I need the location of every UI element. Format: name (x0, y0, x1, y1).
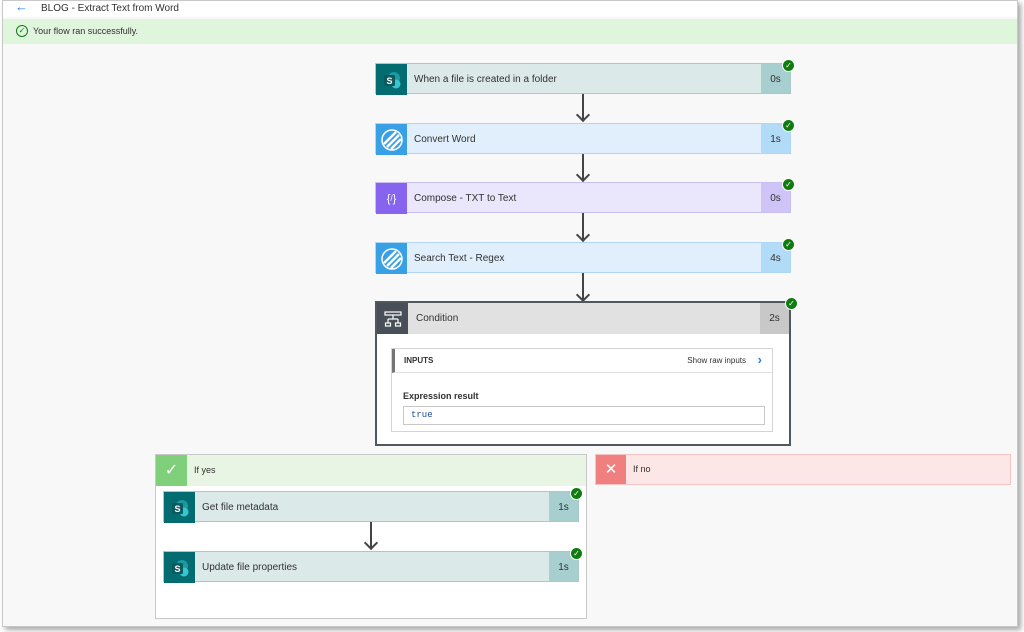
step-card-get-file-metadata[interactable]: S Get file metadata 1s ✓ (163, 487, 583, 523)
connector-arrow (370, 522, 372, 547)
step-card-trigger[interactable]: S When a file is created in a folder 0s … (375, 59, 795, 95)
connector-arrow (582, 154, 584, 179)
arrow-head-icon (575, 287, 591, 303)
inputs-header: INPUTS Show raw inputs › (392, 349, 772, 373)
success-banner: ✓ Your flow ran successfully. (3, 19, 1017, 44)
success-check-icon: ✓ (782, 119, 795, 132)
if-no-header[interactable]: ✕ If no (595, 454, 1011, 485)
arrow-head-icon (575, 167, 591, 183)
sharepoint-icon: S (164, 492, 195, 523)
back-arrow-icon[interactable]: ← (15, 0, 28, 14)
show-raw-inputs-link[interactable]: Show raw inputs (687, 356, 746, 365)
success-check-icon: ✓ (782, 178, 795, 191)
arrow-head-icon (575, 227, 591, 243)
condition-label: Condition (416, 313, 459, 324)
expression-result-value: true (403, 406, 765, 425)
svg-text:S: S (386, 76, 392, 86)
step-label: Get file metadata (202, 502, 279, 513)
condition-header[interactable]: Condition 2s (377, 303, 789, 334)
success-check-icon: ✓ (782, 238, 795, 251)
step-label: Convert Word (414, 134, 476, 145)
connector-arrow (582, 94, 584, 119)
step-label: When a file is created in a folder (414, 74, 557, 85)
close-icon: ✕ (596, 455, 626, 484)
connector-arrow (582, 273, 584, 299)
if-yes-header[interactable]: ✓ If yes (156, 455, 586, 486)
condition-icon (377, 303, 408, 334)
svg-text:S: S (174, 504, 180, 514)
if-yes-branch: ✓ If yes (155, 454, 587, 619)
if-yes-label: If yes (194, 465, 216, 475)
sharepoint-icon: S (164, 552, 195, 583)
step-label: Update file properties (202, 562, 298, 573)
success-check-icon: ✓ (16, 25, 28, 37)
step-card-search-regex[interactable]: Search Text - Regex 4s ✓ (375, 238, 795, 274)
step-label: Compose - TXT to Text (414, 193, 517, 204)
success-message: Your flow ran successfully. (33, 26, 139, 36)
condition-card[interactable]: Condition 2s INPUTS Show raw inputs › Ex… (375, 301, 791, 446)
success-check-icon: ✓ (782, 59, 795, 72)
step-card-compose[interactable]: {/} Compose - TXT to Text 0s ✓ (375, 178, 795, 214)
if-no-label: If no (633, 464, 651, 474)
expression-result-label: Expression result (403, 391, 479, 401)
success-check-icon: ✓ (570, 487, 583, 500)
inputs-panel: INPUTS Show raw inputs › Expression resu… (391, 348, 773, 432)
sharepoint-icon: S (376, 64, 407, 95)
chevron-right-icon[interactable]: › (757, 352, 762, 367)
step-label: Search Text - Regex (414, 253, 505, 264)
top-bar: ← BLOG - Extract Text from Word (3, 1, 1017, 17)
success-check-icon: ✓ (570, 547, 583, 560)
encodian-icon (376, 243, 407, 274)
success-check-icon: ✓ (785, 297, 798, 310)
connector-arrow (582, 213, 584, 239)
compose-icon: {/} (376, 183, 407, 214)
step-card-update-file-properties[interactable]: S Update file properties 1s ✓ (163, 547, 583, 583)
inputs-title: INPUTS (404, 356, 434, 365)
svg-text:S: S (174, 564, 180, 574)
step-card-convert-word[interactable]: Convert Word 1s ✓ (375, 119, 795, 155)
condition-duration: 2s (760, 303, 789, 334)
flow-title: BLOG - Extract Text from Word (41, 3, 179, 14)
check-icon: ✓ (156, 455, 187, 486)
arrow-head-icon (575, 107, 591, 123)
encodian-icon (376, 124, 407, 155)
